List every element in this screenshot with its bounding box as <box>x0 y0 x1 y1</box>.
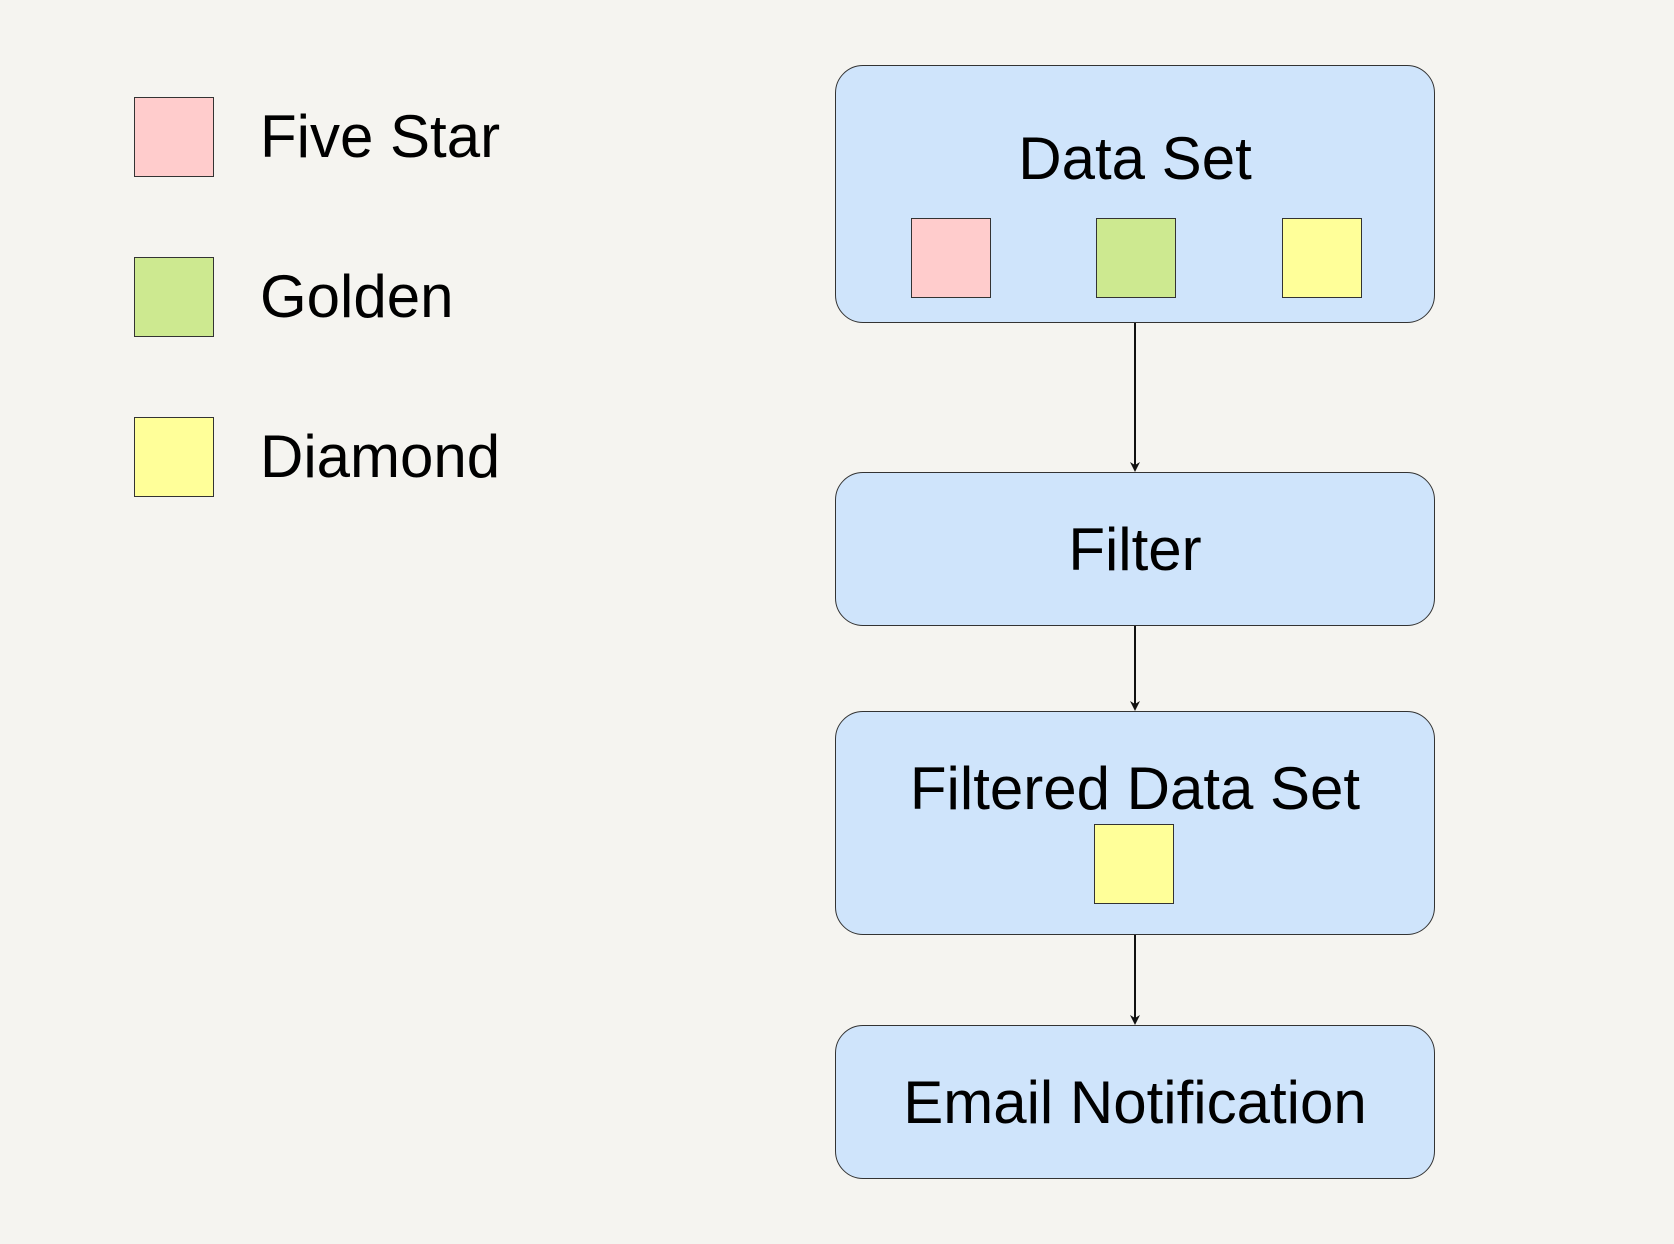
legend-swatch-golden <box>134 257 214 337</box>
filter-box: Filter <box>835 472 1435 626</box>
legend-swatch-diamond <box>134 417 214 497</box>
legend-label-golden: Golden <box>260 263 454 330</box>
data-set-token-golden <box>1096 218 1176 298</box>
data-set-label: Data Set <box>1018 125 1252 192</box>
data-set-token-five-star <box>911 218 991 298</box>
email-notification-box: Email Notification <box>835 1025 1435 1179</box>
data-set-box: Data Set <box>835 65 1435 323</box>
email-notification-label: Email Notification <box>903 1069 1367 1136</box>
filtered-data-set-box: Filtered Data Set <box>835 711 1435 935</box>
filtered-data-set-label: Filtered Data Set <box>909 755 1361 822</box>
data-set-token-diamond <box>1282 218 1362 298</box>
filtered-data-set-token-diamond <box>1094 824 1174 904</box>
legend-label-five-star: Five Star <box>260 103 501 170</box>
legend-swatch-five-star <box>134 97 214 177</box>
filter-label: Filter <box>1068 516 1202 583</box>
legend-label-diamond: Diamond <box>260 423 501 490</box>
